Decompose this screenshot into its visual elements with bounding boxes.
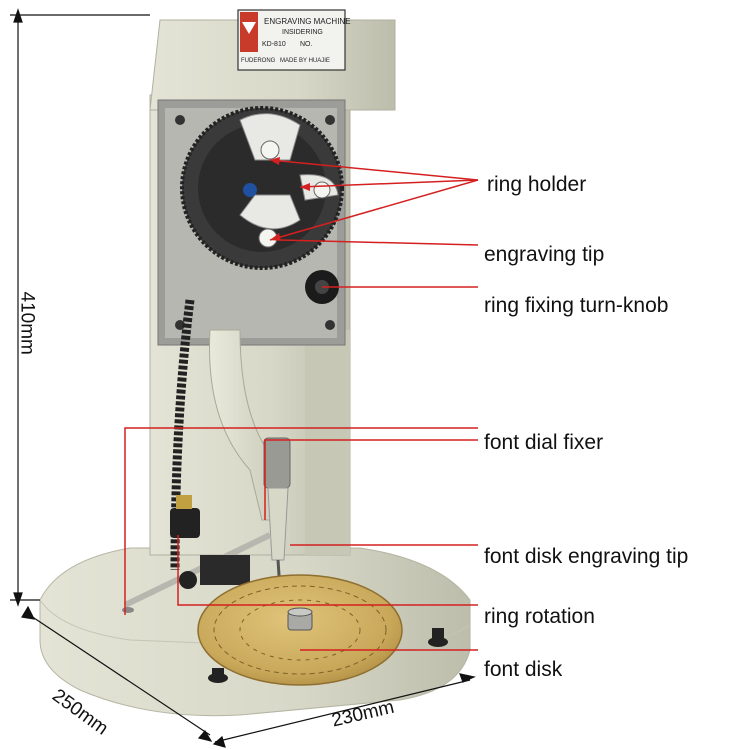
nameplate-line2: INSIDERING <box>282 29 323 36</box>
label-font-disk: font disk <box>484 658 563 681</box>
nameplate-model: KD-810 <box>262 41 286 48</box>
dimension-lines <box>10 8 476 748</box>
label-engraving-tip: engraving tip <box>484 243 605 266</box>
nameplate: ENGRAVING MACHINE INSIDERING KD-810 NO. … <box>237 9 351 71</box>
ring-rotation-mechanism <box>123 495 272 608</box>
font-disk-brass <box>197 574 403 686</box>
ring-holder-jaws <box>239 113 339 248</box>
nameplate-line1: ENGRAVING MACHINE <box>264 17 351 26</box>
label-font-disk-engraving-tip: font disk engraving tip <box>484 545 689 568</box>
label-ring-holder: ring holder <box>487 173 587 196</box>
engraving-tip-part <box>243 183 257 197</box>
nameplate-made-by: MADE BY HUAJIE <box>280 58 330 64</box>
callout-arrowheads <box>270 157 310 241</box>
label-font-dial-fixer: font dial fixer <box>484 431 604 454</box>
engraving-head <box>157 99 346 346</box>
dimension-height-label: 410mm <box>16 291 38 355</box>
callout-lines <box>124 159 479 651</box>
nameplate-no: NO. <box>300 41 313 48</box>
stylus-arm <box>209 329 291 591</box>
label-ring-fixing-turn-knob: ring fixing turn-knob <box>484 294 669 317</box>
nameplate-brand: FUDERONG <box>241 58 276 64</box>
label-ring-rotation: ring rotation <box>484 605 595 628</box>
